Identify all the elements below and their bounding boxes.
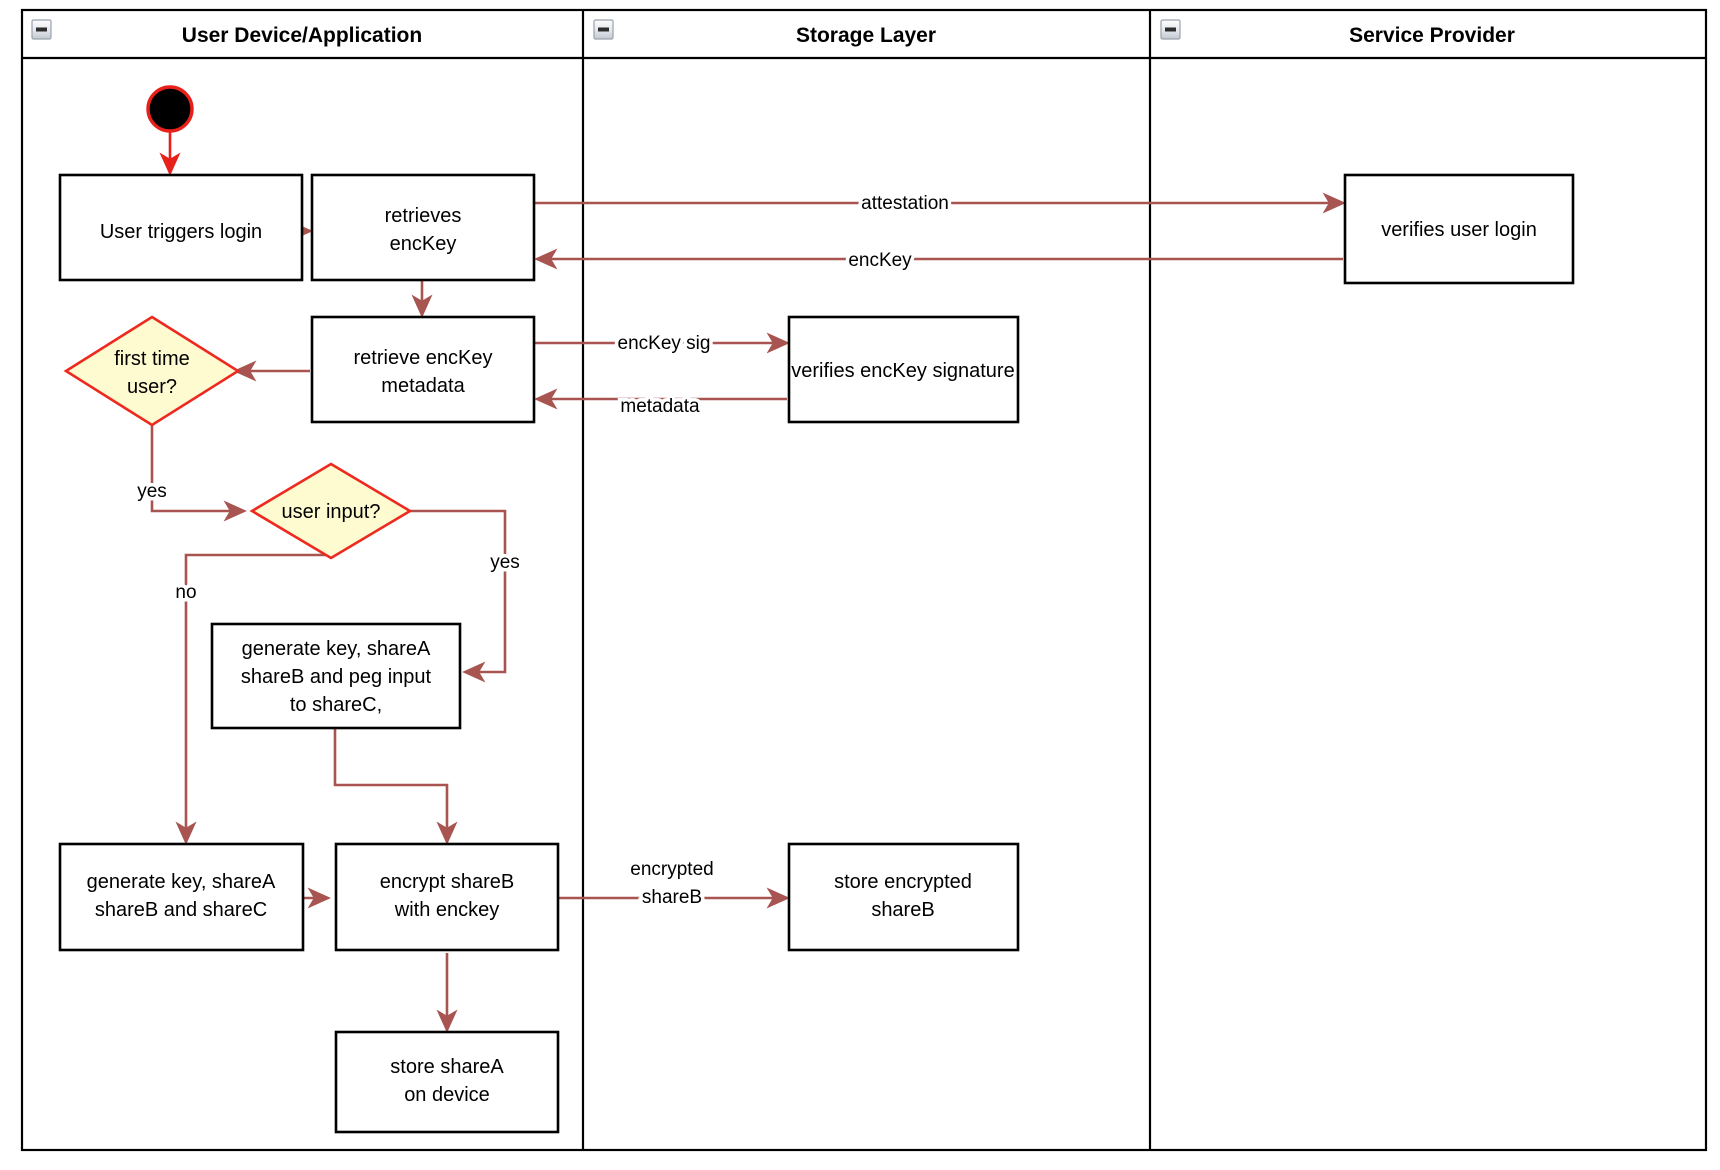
edge-userinput-yes [405,509,507,683]
activity-label: verifies user login [1381,219,1537,241]
edge-label-yes-firsttime: yes [137,481,167,502]
lane-title-service-provider: Service Provider [1349,24,1515,47]
activity-label-line2: with enckey [394,899,500,921]
activity-label-line1: generate key, shareA [242,638,431,660]
decision-label: user input? [282,501,381,523]
decision-label-line1: first time [114,348,190,370]
collapse-minus-icon[interactable] [593,19,614,40]
lane-title-user-device: User Device/Application [182,24,422,47]
edge-label-enckey-sig: encKey sig [618,333,711,354]
edge-label-attestation: attestation [861,193,949,214]
lane-header-storage: Storage Layer [593,19,936,47]
activity-label-line2: shareB [871,899,934,921]
edge-label-encrypted-line2: shareB [642,887,702,908]
activity-label-line1: encrypt shareB [380,871,515,893]
edge-peg-to-encrypt [333,727,458,845]
activity-verifies-enckey-signature[interactable]: verifies encKey signature [787,315,1020,424]
edge-labels: attestation encKey encKey sig metadata y… [134,190,953,912]
lane-header-user-device: User Device/Application [31,19,422,47]
activity-label-line1: store encrypted [834,871,972,893]
edge-label-yes-userinput: yes [490,552,520,573]
activity-label-line2: shareB and peg input [241,666,432,688]
collapse-minus-icon[interactable] [1160,19,1181,40]
activity-encrypt-shareb[interactable]: encrypt shareB with enckey [334,842,560,952]
initial-node[interactable] [146,85,194,133]
edge-label-enckey: encKey [848,250,912,271]
activity-user-triggers-login[interactable]: User triggers login [58,173,304,282]
activity-verifies-user-login[interactable]: verifies user login [1343,173,1575,285]
activity-store-sharea-on-device[interactable]: store shareA on device [334,1030,560,1134]
activity-label-line1: generate key, shareA [87,871,276,893]
lane-header-service-provider: Service Provider [1160,19,1515,47]
activity-retrieve-enckey-metadata[interactable]: retrieve encKey metadata [310,315,536,424]
activity-retrieves-enckey[interactable]: retrieves encKey [310,173,536,282]
decision-user-input[interactable]: user input? [249,462,413,560]
decision-first-time-user[interactable]: first time user? [63,315,241,427]
edge-label-no-userinput: no [175,582,196,603]
edge-label-metadata: metadata [620,396,700,417]
activity-label-line2: encKey [390,233,457,255]
activity-label: User triggers login [100,221,262,243]
collapse-minus-icon[interactable] [31,19,52,40]
edge-userinput-no [175,553,329,845]
activity-label-line3: to shareC, [290,694,382,716]
decision-label-line2: user? [127,376,177,398]
activity-label: verifies encKey signature [791,360,1014,382]
flow-edges [150,124,1346,1033]
activity-label-line2: metadata [381,375,465,397]
activity-label-line1: retrieves [385,205,462,227]
activity-label-line2: on device [404,1084,490,1106]
lane-title-storage: Storage Layer [796,24,936,47]
activity-generate-shares[interactable]: generate key, shareA shareB and shareC [58,842,305,952]
edge-firsttime-yes [150,414,247,522]
activity-label-line2: shareB and shareC [95,899,267,921]
activity-label-line1: store shareA [390,1056,504,1078]
activity-label-line1: retrieve encKey [354,347,493,369]
edge-label-encrypted-line1: encrypted [630,859,713,880]
activity-store-encrypted-shareb[interactable]: store encrypted shareB [787,842,1020,952]
activity-generate-peg-input[interactable]: generate key, shareA shareB and peg inpu… [210,622,462,730]
